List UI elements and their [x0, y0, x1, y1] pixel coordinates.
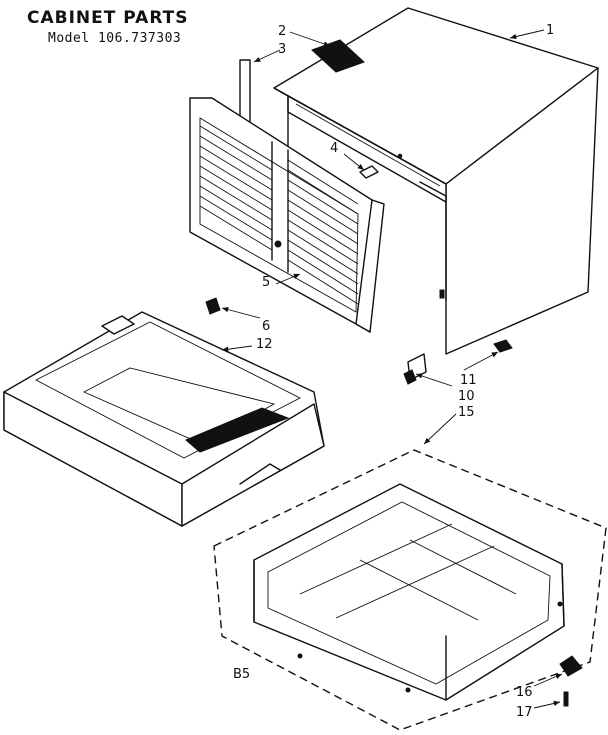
- model-number: Model 106.737303: [48, 31, 182, 46]
- callout-2: 2: [278, 24, 286, 39]
- front-grille: [189, 59, 385, 333]
- cabinet-shell: [273, 7, 599, 355]
- diagram-title: CABINET PARTS: [27, 8, 189, 28]
- callout-11: 11: [460, 373, 477, 388]
- callout-10: 10: [458, 389, 475, 404]
- figure-code: B5: [233, 667, 250, 682]
- callout-12: 12: [256, 337, 273, 352]
- callout-15: 15: [458, 405, 475, 420]
- grille-clip: [205, 297, 221, 315]
- callout-leaders: [221, 29, 563, 709]
- callout-3: 3: [278, 42, 286, 57]
- cabinet-top-label: [311, 39, 365, 73]
- callout-4: 4: [330, 141, 338, 156]
- callout-5: 5: [262, 275, 270, 290]
- callout-6: 6: [262, 319, 270, 334]
- grille-louvers: [199, 125, 359, 305]
- screw: [359, 165, 379, 179]
- mounting-bracket: [403, 353, 427, 385]
- callout-16: 16: [516, 685, 533, 700]
- drain-fitting: [493, 339, 513, 353]
- base-pan: [3, 311, 325, 527]
- base-frame: [213, 449, 607, 731]
- caster-wheel: [559, 655, 583, 707]
- callout-17: 17: [516, 705, 533, 720]
- callout-1: 1: [546, 23, 554, 38]
